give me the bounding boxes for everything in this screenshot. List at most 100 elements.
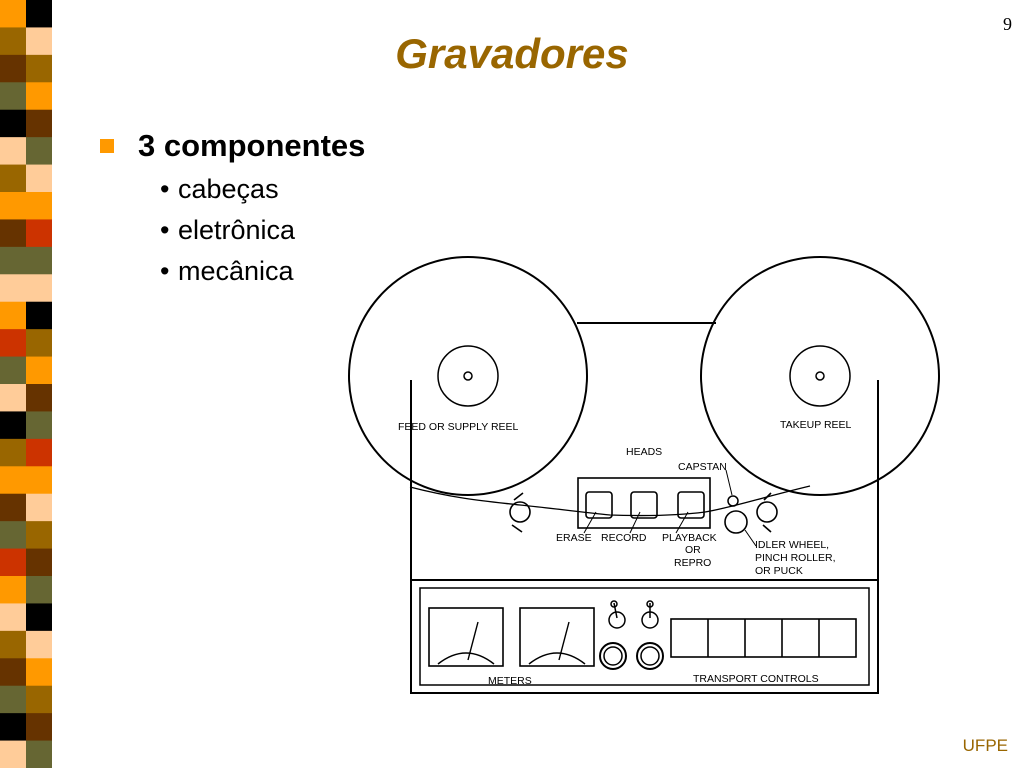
stripe-block (0, 493, 26, 522)
capstan (727, 495, 739, 507)
stripe-block (0, 274, 26, 303)
stripe-block (26, 493, 52, 522)
stripe-block (26, 164, 52, 193)
control-panel-inner (419, 587, 870, 686)
playback-head (677, 491, 705, 519)
meter-left (428, 607, 504, 667)
stripe-block (0, 438, 26, 467)
meter-right-scale (528, 652, 586, 665)
stripe-block (0, 329, 26, 358)
takeup-reel-spindle (815, 371, 825, 381)
stripe-block (0, 164, 26, 193)
feed-reel-spindle (463, 371, 473, 381)
sub-bullet-item: •eletrônica (160, 215, 296, 245)
stripe-block (26, 82, 52, 111)
page-number: 9 (1003, 14, 1012, 34)
stripe-block (0, 137, 26, 166)
stripe-block (0, 54, 26, 83)
stripe-block (26, 630, 52, 659)
stripe-block (0, 246, 26, 275)
stripe-block (26, 576, 52, 605)
stripe-block (0, 82, 26, 111)
bullet-dot-icon: • (160, 256, 170, 286)
record-label: RECORD (601, 532, 647, 544)
feed-reel-label: FEED OR SUPPLY REEL (398, 421, 519, 433)
stripe-block (0, 0, 26, 29)
stripe-block (26, 109, 52, 138)
stripe-block (0, 521, 26, 550)
stripe-block (52, 0, 70, 768)
meter-left-needle (467, 621, 479, 661)
knob-left (599, 642, 627, 670)
playback-label: PLAYBACK (662, 532, 717, 544)
takeup-reel-hub (789, 345, 851, 407)
stripe-block (26, 603, 52, 632)
decorative-stripe (0, 0, 70, 768)
meter-right-needle (558, 621, 570, 661)
stripe-block (0, 658, 26, 687)
takeup-reel-label: TAKEUP REEL (780, 419, 852, 431)
stripe-block (26, 548, 52, 577)
footer-ufpe: UFPE (962, 736, 1008, 755)
stripe-block (0, 713, 26, 742)
stripe-block (0, 411, 26, 440)
bullet-dot-icon: • (160, 174, 170, 204)
sub-bullet-list: •cabeças •eletrônica •mecânica (160, 172, 295, 295)
stripe-block (26, 384, 52, 413)
playback-label-repro: REPRO (674, 557, 711, 569)
meters-label: METERS (488, 675, 532, 687)
stripe-block (26, 411, 52, 440)
tape-recorder-diagram: FEED OR SUPPLY REEL TAKEUP REEL HEADS CA… (348, 256, 940, 694)
idler-label-3: OR PUCK (755, 565, 803, 577)
stripe-block (26, 0, 52, 29)
record-head (630, 491, 658, 519)
erase-label: ERASE (556, 532, 592, 544)
toggle-switch-right (641, 600, 659, 629)
stripe-block (0, 576, 26, 605)
stripe-block (0, 603, 26, 632)
stripe-block (26, 301, 52, 330)
feed-reel-hub (437, 345, 499, 407)
stripe-block (26, 27, 52, 56)
knob-right (636, 642, 664, 670)
stripe-block (26, 658, 52, 687)
stripe-block (26, 329, 52, 358)
idler-wheel (724, 510, 748, 534)
left-tape-guide (509, 492, 531, 533)
stripe-block (26, 713, 52, 742)
erase-head (585, 491, 613, 519)
stripe-block (26, 521, 52, 550)
stripe-block (0, 301, 26, 330)
right-tape-guide (756, 492, 778, 533)
stripe-block (0, 356, 26, 385)
tape-path (409, 485, 811, 517)
stripe-block (0, 192, 26, 221)
meter-left-scale (437, 652, 495, 665)
stripe-block (0, 384, 26, 413)
heads-label: HEADS (626, 446, 662, 458)
stripe-block (26, 685, 52, 714)
stripe-block (26, 54, 52, 83)
transport-label: TRANSPORT CONTROLS (693, 673, 819, 685)
stripe-block (0, 740, 26, 768)
stripe-block (0, 685, 26, 714)
stripe-block (0, 27, 26, 56)
capstan-label: CAPSTAN (678, 461, 727, 473)
stripe-block (26, 137, 52, 166)
playback-label-or: OR (685, 544, 701, 556)
stripe-block (0, 630, 26, 659)
stripe-block (26, 438, 52, 467)
leader-lines (583, 469, 757, 547)
bullet-dot-icon: • (160, 215, 170, 245)
main-bullet: 3 componentes (100, 128, 365, 164)
stripe-block (26, 356, 52, 385)
stripe-block (26, 274, 52, 303)
stripe-block (26, 246, 52, 275)
sub-bullet-item: •cabeças (160, 174, 279, 204)
stripe-block (26, 466, 52, 495)
square-bullet-icon (100, 139, 114, 153)
stripe-block (0, 548, 26, 577)
feed-reel (348, 256, 588, 496)
idler-label-1: IDLER WHEEL, (755, 539, 829, 551)
deck-outline (410, 322, 879, 694)
